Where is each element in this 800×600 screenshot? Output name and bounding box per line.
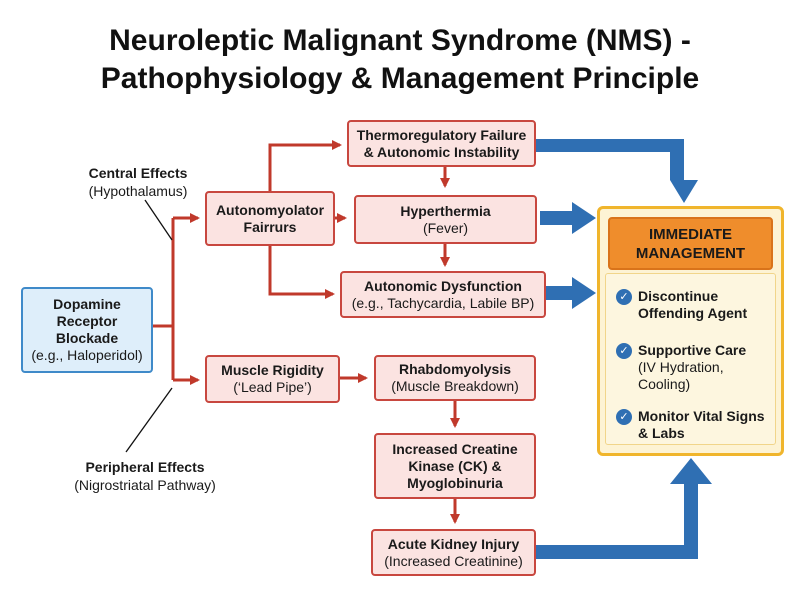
peripheral-effects-label: Peripheral Effects (Nigrostriatal Pathwa… bbox=[55, 458, 235, 494]
hyperthermia-box: Hyperthermia (Fever) bbox=[354, 195, 537, 244]
check-circle-icon: ✓ bbox=[616, 289, 632, 305]
arrow-to-dysfunction bbox=[268, 246, 335, 299]
immediate-management-header: IMMEDIATE MANAGEMENT bbox=[608, 217, 773, 270]
management-item-detail: (IV Hydration, Cooling) bbox=[638, 359, 724, 392]
title-line-2: Pathophysiology & Management Principle bbox=[100, 62, 700, 95]
blue-arrow-dysfunction bbox=[546, 277, 596, 309]
rhabdomyolysis-subtitle: (Muscle Breakdown) bbox=[391, 378, 519, 394]
muscle-rigidity-box: Muscle Rigidity (‘Lead Pipe’) bbox=[205, 355, 340, 403]
page-title: Neuroleptic Malignant Syndrome (NMS) - P… bbox=[0, 22, 800, 98]
red-arrows bbox=[153, 140, 460, 524]
autonomic-regulator-title: Autonomyolator Fairrurs bbox=[215, 201, 325, 235]
creatine-kinase-title: Increased Creatine Kinase (CK) & Myoglob… bbox=[392, 440, 518, 491]
hyperthermia-title: Hyperthermia bbox=[400, 202, 491, 219]
central-effects-subtitle: (Hypothalamus) bbox=[88, 183, 188, 199]
muscle-rigidity-subtitle: (‘Lead Pipe’) bbox=[233, 379, 312, 395]
arrow-to-thermo bbox=[268, 140, 342, 191]
management-item-title: Supportive Care bbox=[638, 342, 747, 358]
blue-arrow-thermo bbox=[536, 139, 698, 203]
autonomic-dysfunction-title: Autonomic Dysfunction bbox=[364, 277, 522, 294]
creatine-kinase-box: Increased Creatine Kinase (CK) & Myoglob… bbox=[374, 433, 536, 499]
rhabdomyolysis-box: Rhabdomyolysis (Muscle Breakdown) bbox=[374, 355, 536, 401]
management-item-title: Discontinue Offending Agent bbox=[638, 288, 748, 321]
acute-kidney-injury-box: Acute Kidney Injury (Increased Creatinin… bbox=[371, 529, 536, 576]
immediate-management-title: IMMEDIATE MANAGEMENT bbox=[635, 225, 746, 262]
autonomic-regulator-box: Autonomyolator Fairrurs bbox=[205, 191, 335, 246]
muscle-rigidity-title: Muscle Rigidity bbox=[221, 362, 324, 378]
label-pointers bbox=[125, 199, 173, 453]
title-line-1: Neuroleptic Malignant Syndrome (NMS) - bbox=[109, 24, 691, 57]
autonomic-dysfunction-box: Autonomic Dysfunction (e.g., Tachycardia… bbox=[340, 271, 546, 318]
central-pointer bbox=[144, 199, 173, 241]
blue-arrow-aki bbox=[536, 458, 712, 559]
acute-kidney-injury-subtitle: (Increased Creatinine) bbox=[384, 552, 523, 569]
thermoregulatory-box: Thermoregulatory Failure & Autonomic Ins… bbox=[347, 120, 536, 167]
hyperthermia-subtitle: (Fever) bbox=[422, 219, 469, 236]
peripheral-pointer bbox=[125, 387, 173, 453]
management-item-text: Supportive Care (IV Hydration, Cooling) bbox=[638, 342, 778, 393]
management-item-title: Monitor Vital Signs & Labs bbox=[638, 408, 765, 441]
blue-arrow-hyperthermia bbox=[540, 202, 596, 234]
dopamine-blockade-example: (e.g., Haloperidol) bbox=[31, 347, 143, 363]
dopamine-blockade-box: Dopamine Receptor Blockade (e.g., Halope… bbox=[21, 287, 153, 373]
central-effects-label: Central Effects (Hypothalamus) bbox=[68, 164, 208, 200]
check-circle-icon: ✓ bbox=[616, 343, 632, 359]
immediate-management-panel: IMMEDIATE MANAGEMENT ✓ Discontinue Offen… bbox=[597, 206, 784, 456]
autonomic-dysfunction-subtitle: (e.g., Tachycardia, Labile BP) bbox=[351, 294, 535, 311]
peripheral-effects-subtitle: (Nigrostriatal Pathway) bbox=[74, 477, 216, 493]
central-effects-title: Central Effects bbox=[88, 165, 188, 181]
management-list: ✓ Discontinue Offending Agent ✓ Supporti… bbox=[605, 273, 776, 445]
rhabdomyolysis-title: Rhabdomyolysis bbox=[398, 361, 512, 377]
thermoregulatory-title: Thermoregulatory Failure & Autonomic Ins… bbox=[356, 126, 527, 160]
dopamine-blockade-title: Dopamine Receptor Blockade bbox=[53, 296, 121, 346]
check-circle-icon: ✓ bbox=[616, 409, 632, 425]
peripheral-effects-title: Peripheral Effects bbox=[85, 459, 205, 475]
acute-kidney-injury-title: Acute Kidney Injury bbox=[387, 535, 520, 552]
blue-arrows bbox=[536, 139, 712, 559]
